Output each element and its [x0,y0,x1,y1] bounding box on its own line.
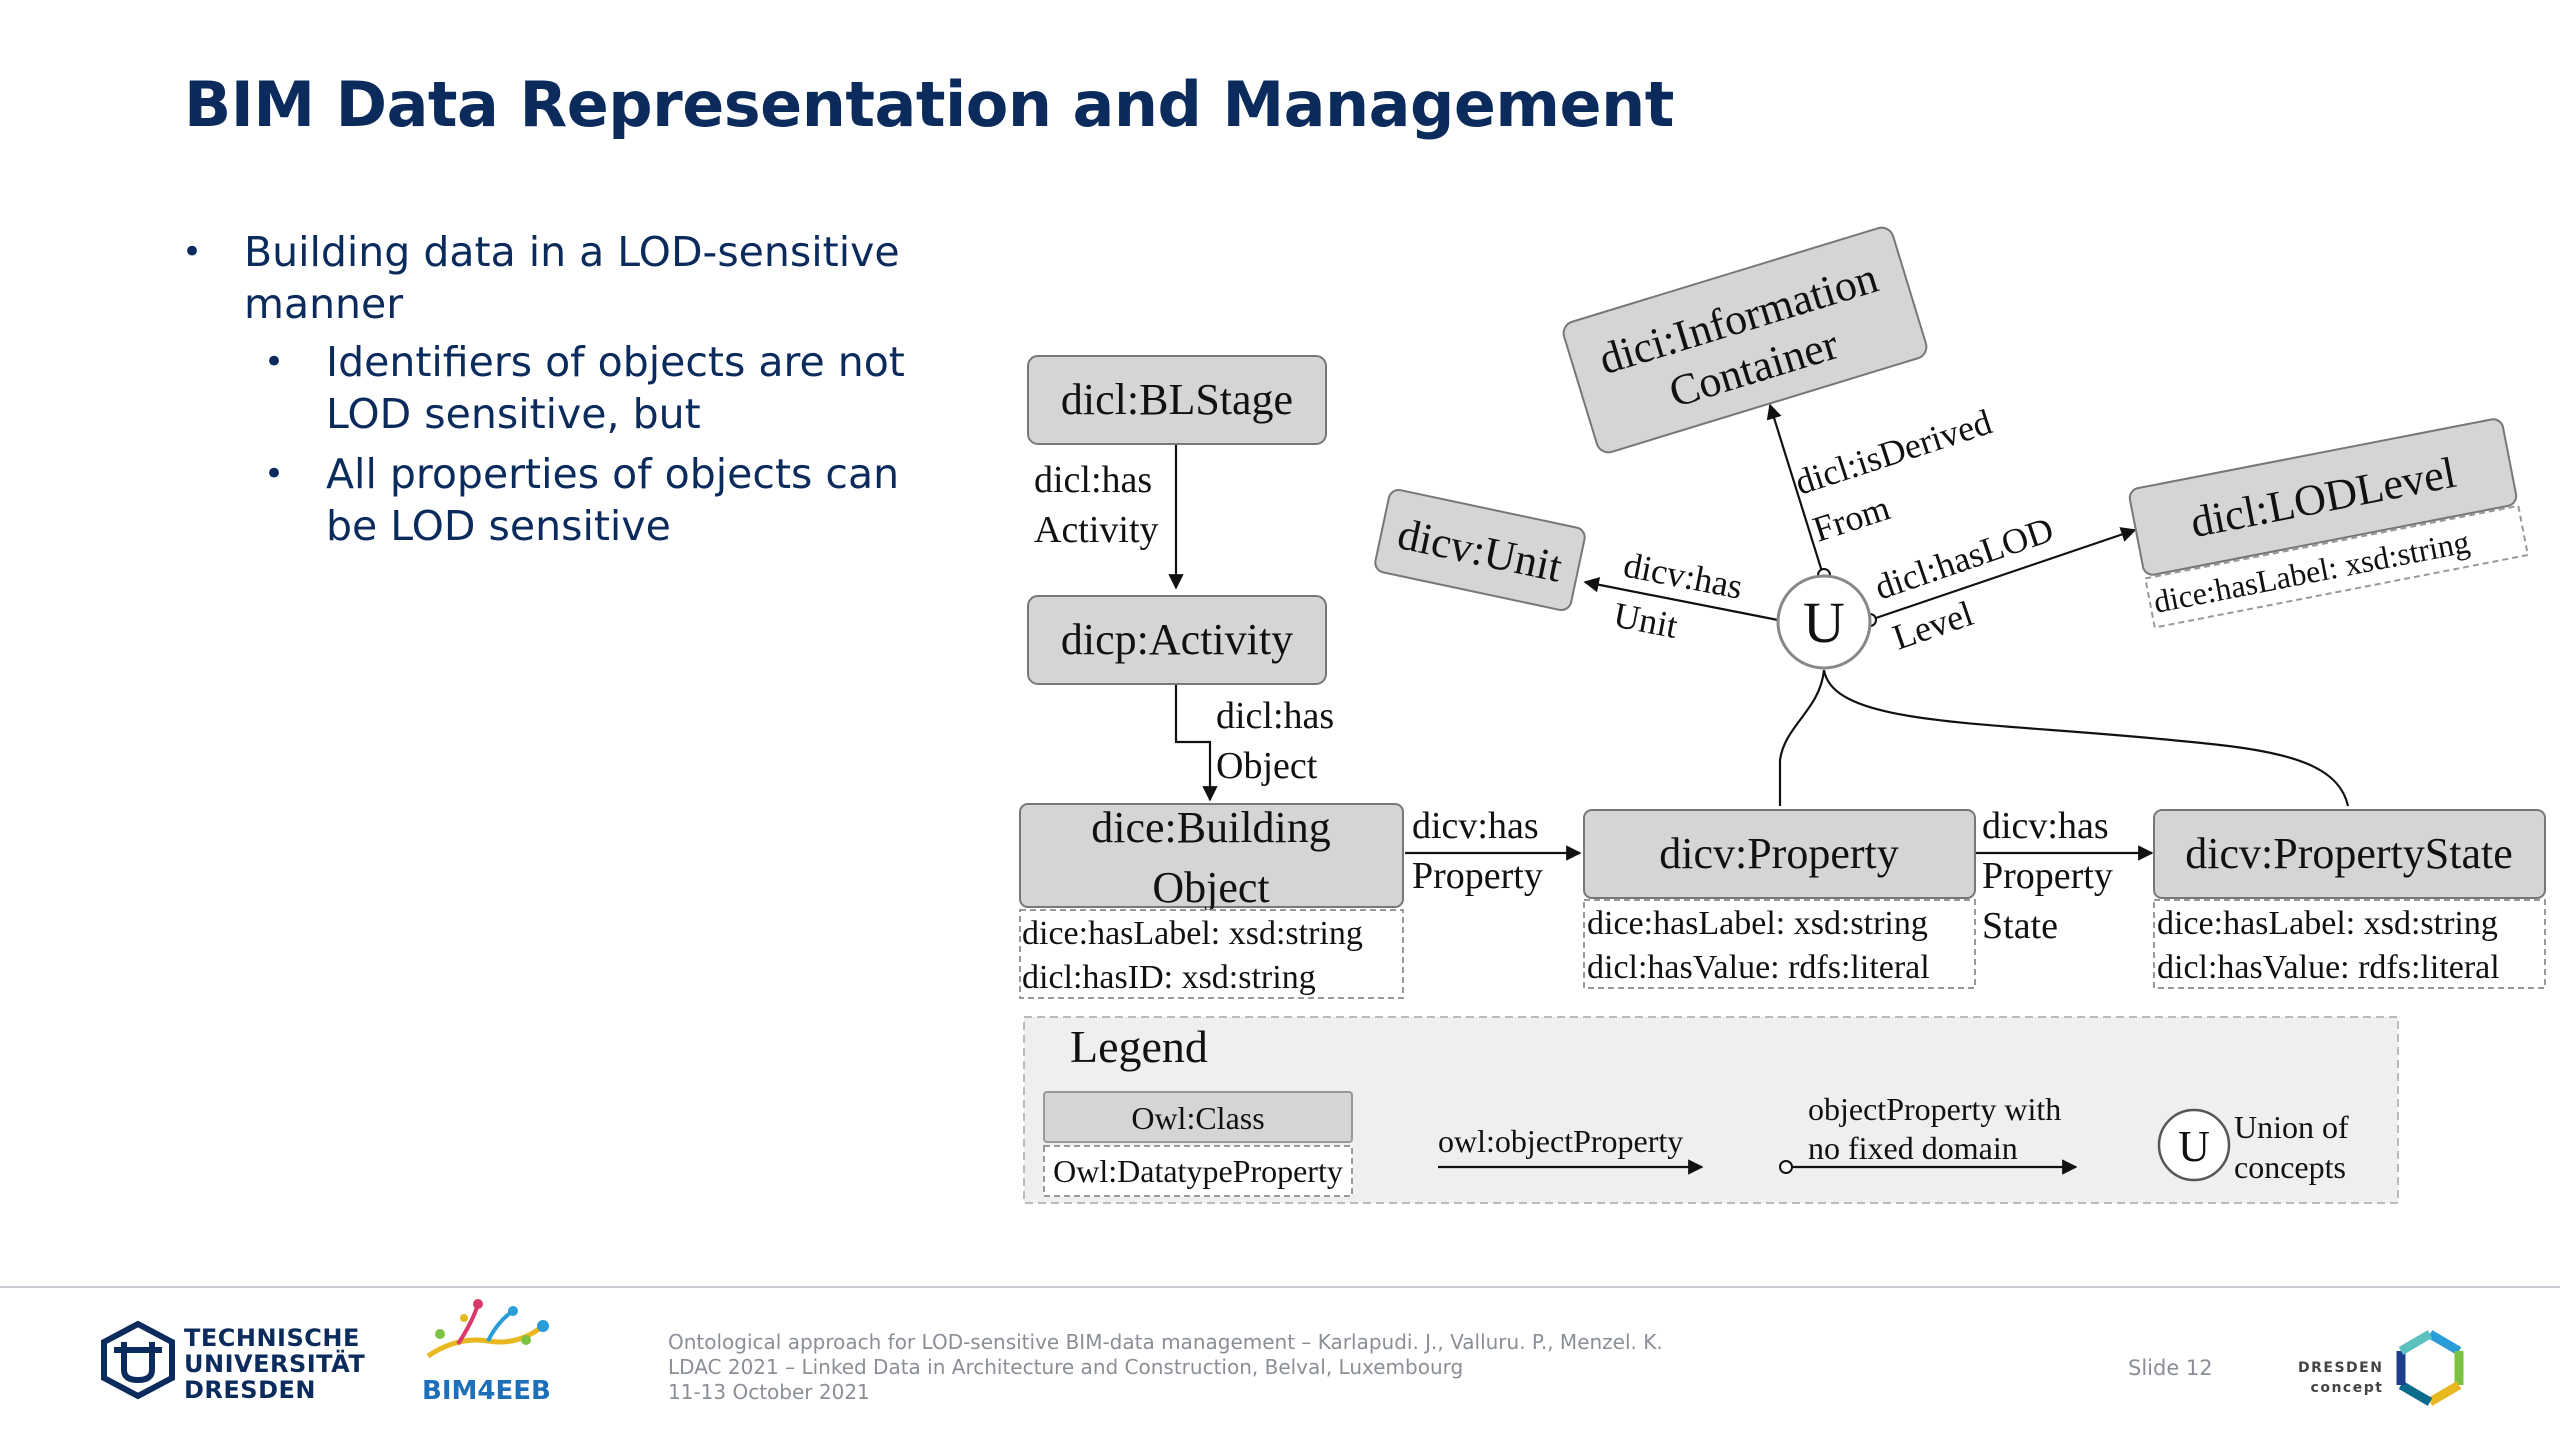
edge-label-is-derived-1: dicl:isDerived [1790,402,1996,503]
class-property-state: dicv:PropertyState [2153,809,2546,899]
legend-no-domain-2: no fixed domain [1808,1130,2018,1166]
legend-no-domain-circle [1779,1160,1793,1174]
dtp-property-value: dicl:hasValue: rdfs:literal [1587,949,1930,986]
union-node: U [1776,574,1872,670]
edge-label-has-property-state-2: Property [1982,855,2113,897]
dresden-concept-line-1: DRESDEN [2298,1360,2384,1376]
class-unit: dicv:Unit [1374,488,1586,612]
tud-logo-line-2: UNIVERSITÄT [184,1350,366,1378]
class-lod-level: dicl:LODLevel dice:hasLabel: xsd:string [2128,418,2529,629]
datatype-property: dice:hasLabel: xsd:string dicl:hasValue:… [1583,899,1976,989]
legend-datatype-property: Owl:DatatypeProperty [1053,1153,1343,1189]
tud-logo-line-3: DRESDEN [184,1376,316,1404]
edge-label-has-activity-1: dicl:has [1034,459,1152,501]
legend-object-property: owl:objectProperty [1438,1123,1683,1159]
class-property: dicv:Property [1583,809,1976,899]
legend-no-domain-1: objectProperty with [1808,1091,2061,1127]
ontology-diagram: dicl:BLStage dicp:Activity dice:Building… [1019,226,2546,1204]
dresden-concept-text: DRESDEN concept [2298,1358,2383,1398]
class-information-container: dici:Information Container [1562,226,1928,454]
footer-citation: Ontological approach for LOD-sensitive B… [668,1330,1663,1405]
tud-logo-line-1: TECHNISCHE [184,1324,360,1352]
union-link-property-state [1822,669,2350,807]
bim4eeb-logo-icon [426,1299,549,1359]
edge-has-unit [1583,577,1779,622]
edge-label-has-property-1: dicv:has [1412,805,1539,847]
citation-line-2: LDAC 2021 – Linked Data in Architecture … [668,1355,1464,1379]
edge-label-has-property-2: Property [1412,855,1543,897]
edge-label-has-activity-2: Activity [1034,509,1159,551]
legend-union-circle [2157,1108,2231,1182]
class-building-object-label-2: Object [1152,863,1269,912]
legend: Legend Owl:Class Owl:DatatypeProperty ow… [1023,1016,2399,1204]
class-property-label: dicv:Property [1659,829,1899,878]
bim4eeb-logo-text: BIM4EEB [422,1376,551,1406]
legend-class: Owl:Class [1131,1100,1264,1136]
slide-title: BIM Data Representation and Management [184,68,1674,141]
class-blstage-label: dicl:BLStage [1061,375,1293,424]
edge-label-has-property-state-3: State [1982,905,2058,947]
bullet-sub-properties: All properties of objects can be LOD sen… [180,448,960,552]
dtp-building-object-id: dicl:hasID: xsd:string [1022,959,1316,996]
legend-union-symbol: U [2178,1122,2210,1171]
edge-has-object [1174,684,1218,802]
datatype-building-object: dice:hasLabel: xsd:string dicl:hasID: xs… [1019,909,1404,999]
edge-label-has-property-state-1: dicv:has [1982,805,2109,847]
class-building-object: dice:Building Object [1019,803,1404,912]
edge-label-has-lod-2: Level [1888,593,1979,658]
class-building-object-label-1: dice:Building [1091,803,1331,852]
union-symbol: U [1803,590,1845,655]
legend-title: Legend [1070,1021,1208,1072]
dtp-building-object-label: dice:hasLabel: xsd:string [1022,915,1363,952]
slide-number: Slide 12 [2128,1356,2213,1380]
footer-divider [0,1286,2560,1288]
bullet-sub-identifiers: Identifiers of objects are not LOD sensi… [180,336,960,440]
dtp-property-state-label: dice:hasLabel: xsd:string [2157,905,2498,942]
legend-union-2: concepts [2234,1149,2346,1185]
class-blstage: dicl:BLStage [1027,355,1327,445]
bullet-list: Building data in a LOD-sensitive manner … [180,226,960,552]
dtp-property-label: dice:hasLabel: xsd:string [1587,905,1928,942]
edge-has-lod-level [1869,527,2137,622]
union-link-property [1778,669,1826,806]
datatype-property-state: dice:hasLabel: xsd:string dicl:hasValue:… [2153,899,2546,989]
bullet-main: Building data in a LOD-sensitive manner [180,226,960,330]
edge-label-is-derived-2: From [1808,487,1895,549]
class-property-state-label: dicv:PropertyState [2185,829,2513,878]
dtp-property-state-value: dicl:hasValue: rdfs:literal [2157,949,2500,986]
edge-is-derived-from [1766,403,1826,579]
edge-label-has-object-1: dicl:has [1216,695,1334,737]
class-activity-label: dicp:Activity [1061,615,1293,664]
edge-label-has-unit-1: dicv:has [1620,545,1745,607]
citation-line-3: 11-13 October 2021 [668,1380,870,1404]
edge-label-has-object-2: Object [1216,745,1318,787]
citation-line-1: Ontological approach for LOD-sensitive B… [668,1330,1663,1354]
tud-logo-icon [101,1320,175,1400]
dresden-concept-logo-icon [2396,1330,2464,1406]
class-activity: dicp:Activity [1027,595,1327,685]
legend-union-1: Union of [2234,1109,2349,1145]
edge-label-has-unit-2: Unit [1610,595,1680,646]
tud-logo-text: TECHNISCHE UNIVERSITÄT DRESDEN [184,1325,365,1403]
dresden-concept-line-2: concept [2310,1380,2384,1396]
